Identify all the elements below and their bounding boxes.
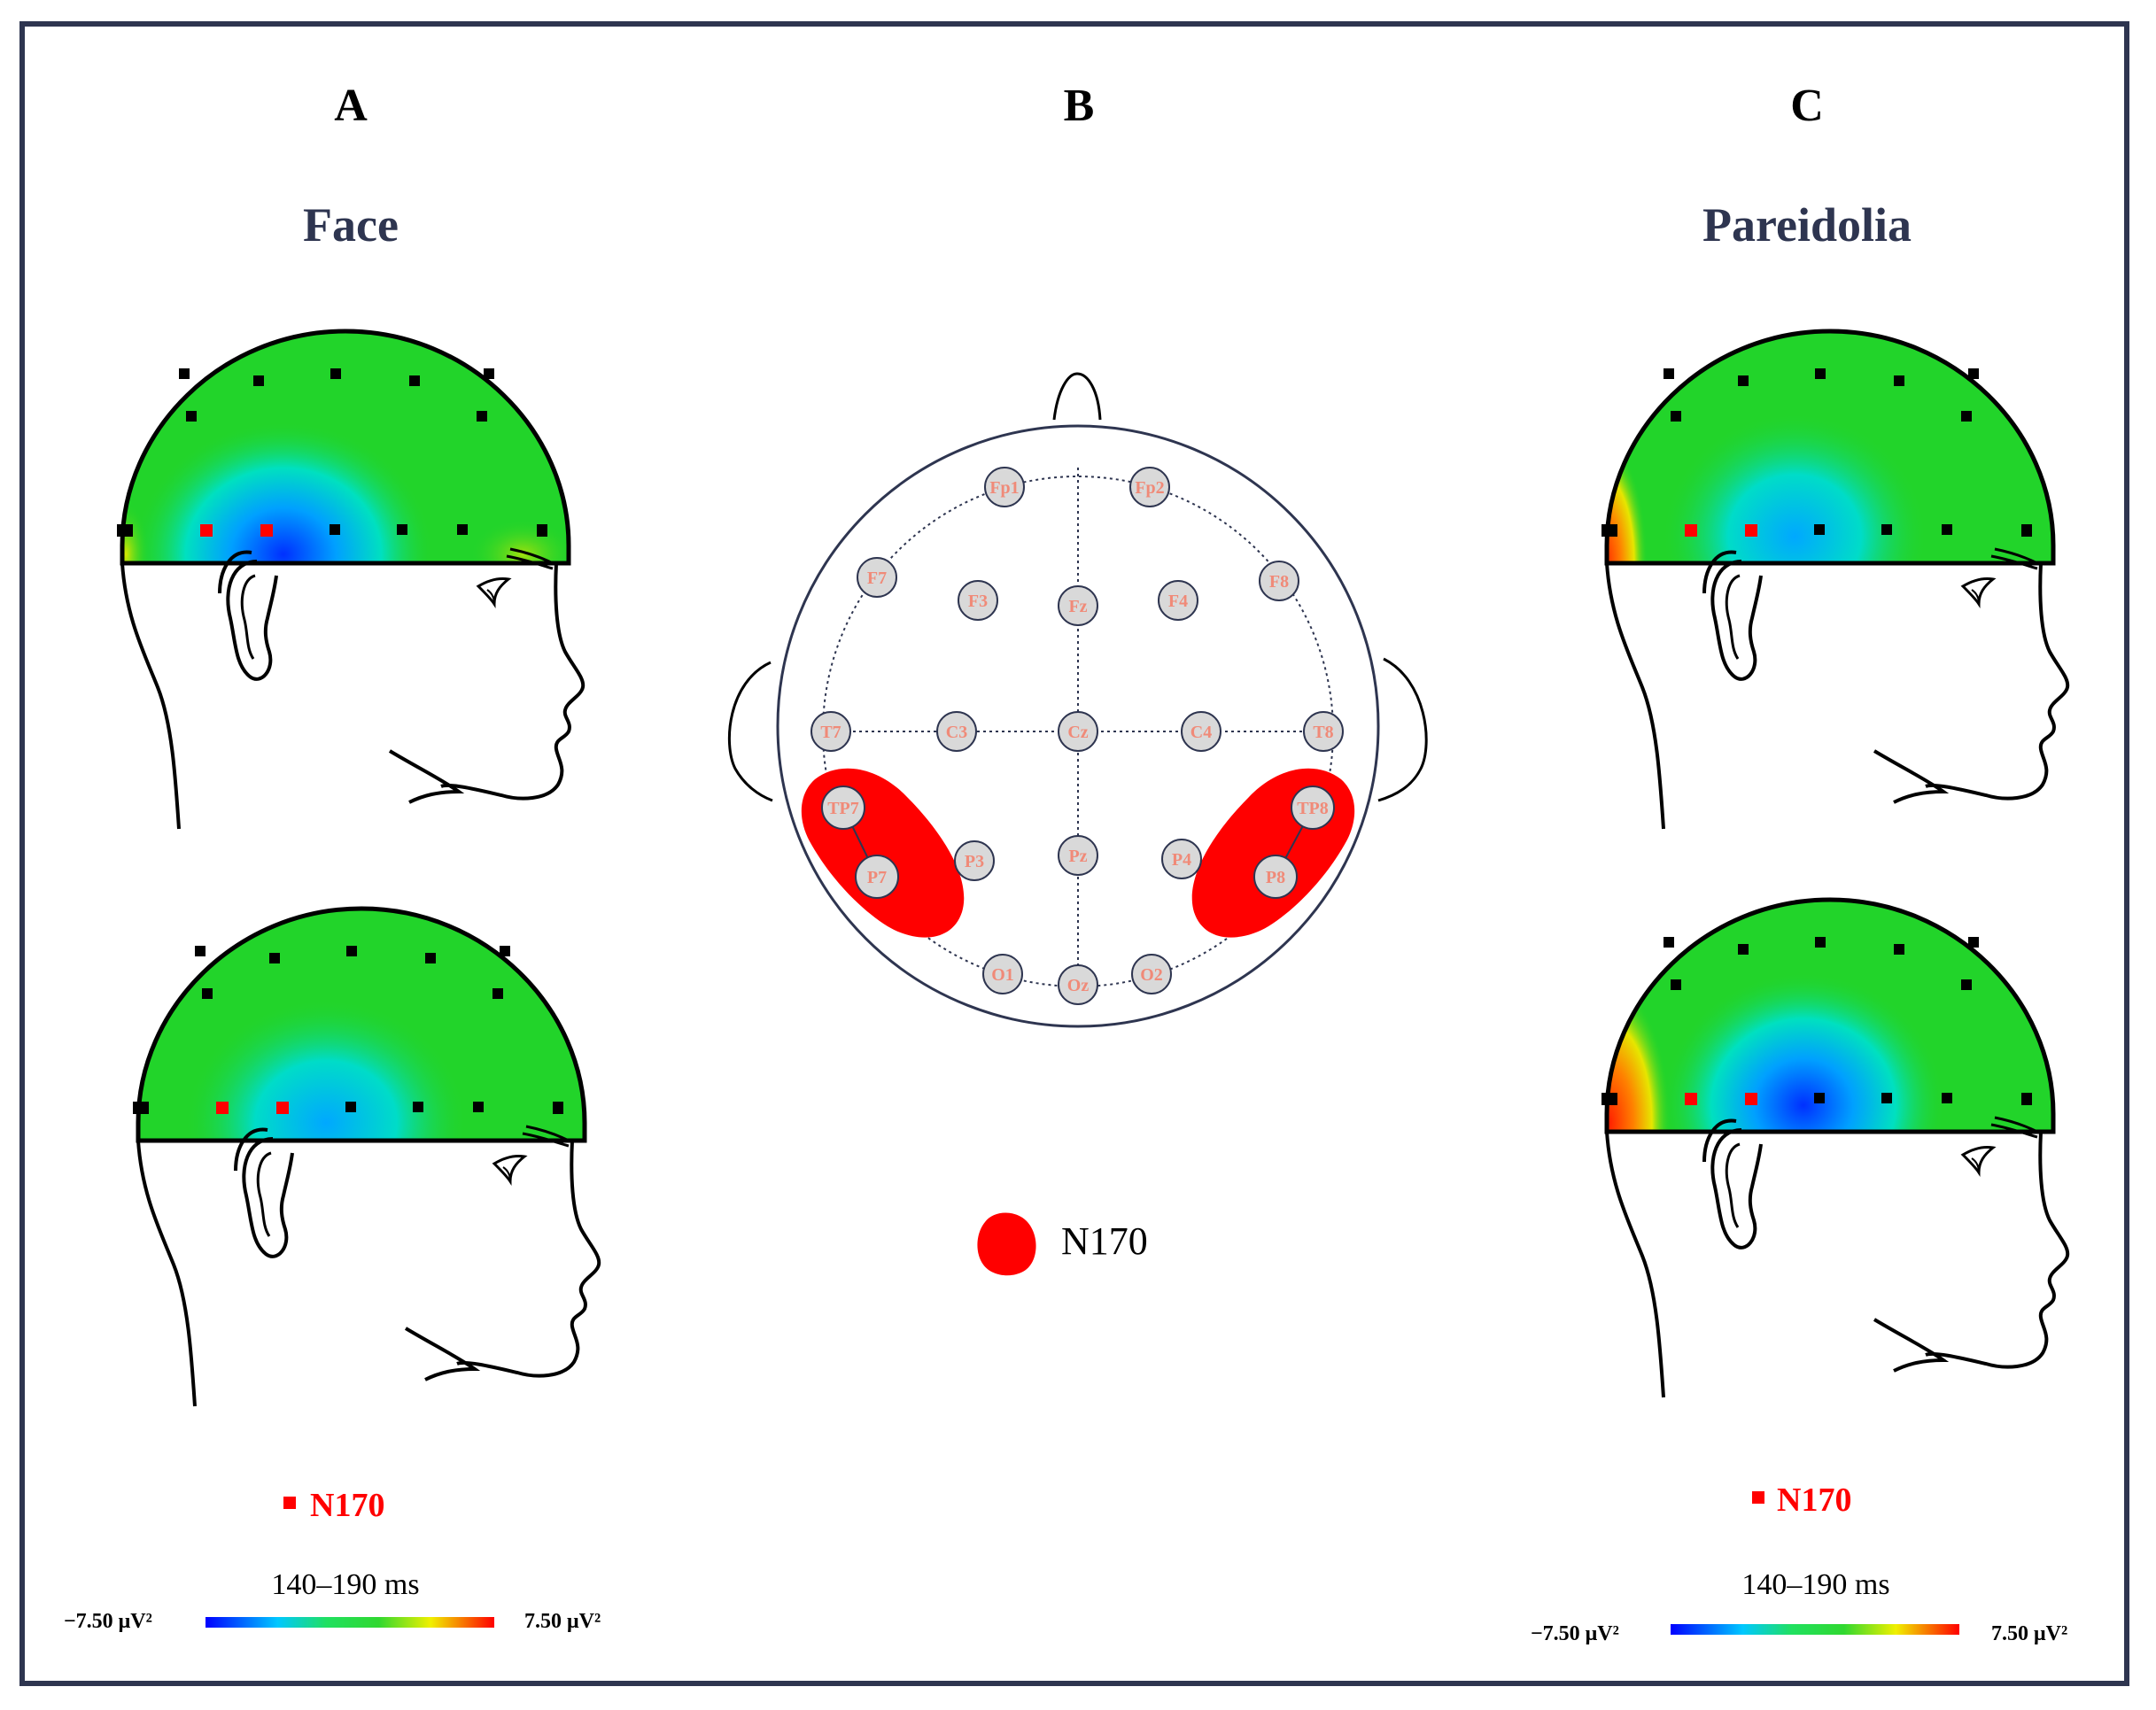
electrode-label-cz: Cz xyxy=(1067,723,1088,742)
scalp-map-face-1 xyxy=(117,324,586,831)
electrode-label-p3: P3 xyxy=(965,852,984,871)
electrode-c4 xyxy=(1181,711,1221,752)
panel-letter-a: A xyxy=(334,81,368,131)
electrode-label-tp8: TP8 xyxy=(1297,799,1329,818)
condition-title-face: Face xyxy=(303,198,399,251)
electrode-label-c3: C3 xyxy=(946,723,967,742)
electrode-tp7 xyxy=(821,785,865,830)
electrode-label-f4: F4 xyxy=(1168,592,1188,611)
electrode-t7 xyxy=(810,711,851,752)
electrode-label-oz: Oz xyxy=(1067,976,1090,995)
electrode-label-c4: C4 xyxy=(1190,723,1212,742)
electrode-p7 xyxy=(855,855,899,899)
electrode-f7 xyxy=(857,557,897,598)
scale-max-c: 7.50 μV² xyxy=(1991,1622,2067,1645)
n170-legend-label-a: N170 xyxy=(310,1487,384,1524)
n170-legend-label-b: N170 xyxy=(1061,1219,1148,1263)
electrode-label-t7: T7 xyxy=(820,723,841,742)
electrode-label-p4: P4 xyxy=(1172,850,1191,870)
n170-marker-c xyxy=(1752,1491,1764,1504)
figure-frame xyxy=(19,21,2129,1686)
time-window-c: 140–190 ms xyxy=(1741,1568,1889,1601)
electrode-cz xyxy=(1058,711,1098,752)
electrode-label-f7: F7 xyxy=(867,569,887,588)
condition-title-pareidolia: Pareidolia xyxy=(1702,198,1912,251)
electrode-tp8 xyxy=(1291,785,1335,830)
electrode-fp1 xyxy=(984,467,1025,507)
electrode-f4 xyxy=(1158,580,1198,621)
time-window-a: 140–190 ms xyxy=(271,1568,419,1601)
electrode-label-t8: T8 xyxy=(1313,723,1333,742)
electrode-label-fp2: Fp2 xyxy=(1135,478,1164,498)
electrode-fz xyxy=(1058,585,1098,626)
electrode-label-f3: F3 xyxy=(968,592,988,611)
panel-letter-b: B xyxy=(1064,81,1095,131)
electrode-label-o1: O1 xyxy=(991,965,1014,985)
electrode-label-p7: P7 xyxy=(867,868,887,887)
electrode-oz xyxy=(1058,964,1098,1005)
electrode-label-f8: F8 xyxy=(1269,572,1289,592)
scalp-map-pareidolia-2 xyxy=(1601,893,2070,1399)
electrode-label-tp7: TP7 xyxy=(827,799,859,818)
scalp-map-face-2 xyxy=(133,901,601,1408)
color-scale-c xyxy=(1671,1624,1959,1635)
electrode-p4 xyxy=(1161,839,1202,879)
electrode-label-fz: Fz xyxy=(1068,597,1087,616)
n170-legend-swatch-b xyxy=(977,1212,1036,1276)
scalp-map-pareidolia-1 xyxy=(1601,324,2070,831)
n170-marker-a xyxy=(283,1497,296,1509)
scale-min-c: −7.50 μV² xyxy=(1531,1622,1619,1645)
electrode-label-p8: P8 xyxy=(1266,868,1285,887)
electrode-label-pz: Pz xyxy=(1068,847,1087,866)
electrode-o1 xyxy=(982,954,1023,994)
electrode-o2 xyxy=(1131,954,1172,994)
electrode-t8 xyxy=(1303,711,1344,752)
scale-max-a: 7.50 μV² xyxy=(524,1610,601,1633)
electrode-pz xyxy=(1058,835,1098,876)
scale-min-a: −7.50 μV² xyxy=(64,1610,152,1633)
n170-legend-label-c: N170 xyxy=(1777,1482,1851,1519)
electrode-label-o2: O2 xyxy=(1140,965,1163,985)
electrode-fp2 xyxy=(1129,467,1170,507)
electrode-f3 xyxy=(958,580,998,621)
panel-letter-c: C xyxy=(1790,81,1824,131)
color-scale-a xyxy=(206,1617,494,1628)
electrode-label-fp1: Fp1 xyxy=(989,478,1019,498)
electrode-p3 xyxy=(954,840,995,881)
electrode-f8 xyxy=(1259,561,1299,601)
electrode-c3 xyxy=(936,711,977,752)
electrode-p8 xyxy=(1253,855,1298,899)
